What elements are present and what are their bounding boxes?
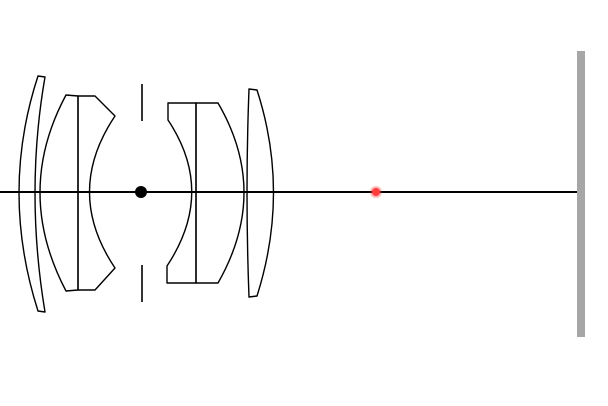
- doublet-1-rear-element: [77, 95, 116, 291]
- rear-meniscus-lens: [246, 88, 275, 298]
- doublet-2-front-element: [166, 102, 197, 284]
- focal-point-marker: [372, 188, 380, 196]
- doublet-2-rear-element: [195, 102, 245, 284]
- image-plane-sensor: [577, 51, 585, 337]
- aperture-center-dot: [135, 186, 147, 198]
- front-meniscus-lens: [18, 75, 46, 313]
- doublet-1-front-element: [39, 94, 79, 292]
